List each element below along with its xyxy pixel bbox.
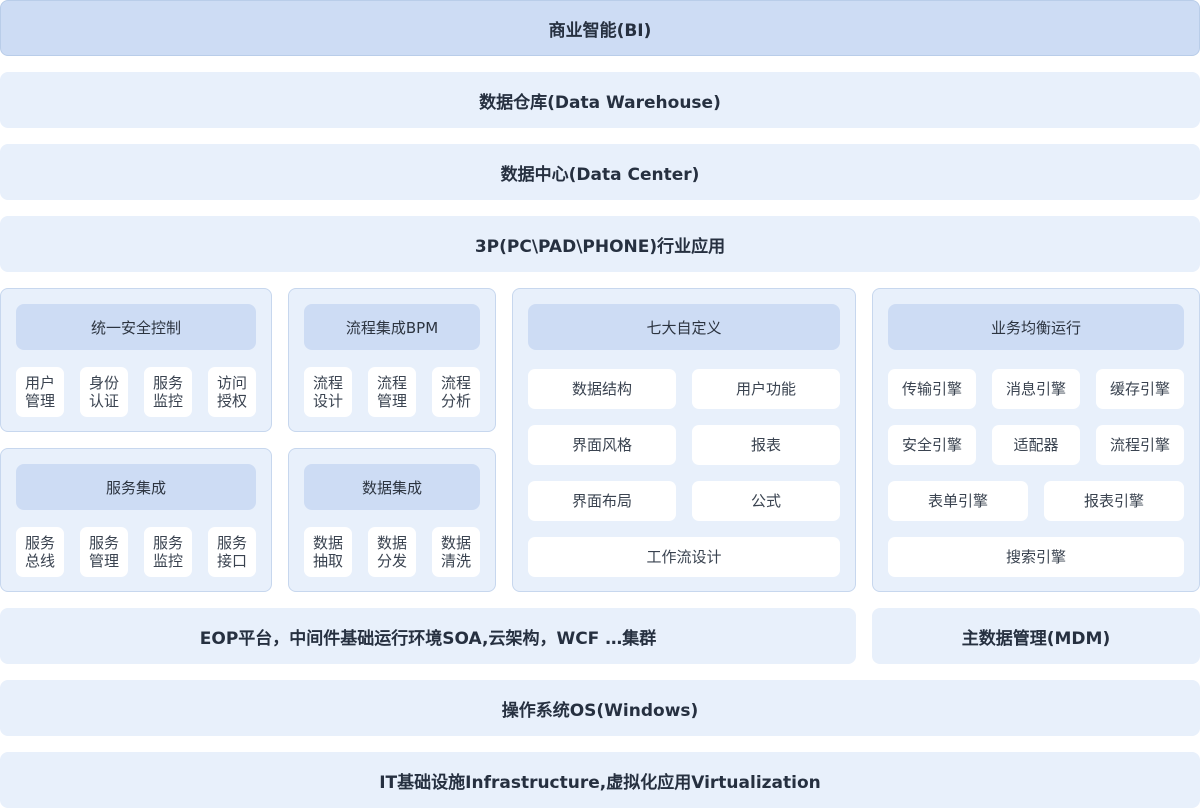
chip-business-5: 适配器 <box>992 425 1080 465</box>
chip-custom-1: 数据结构 <box>528 369 676 409</box>
chip-line: 身份 <box>88 374 119 392</box>
panel-business-title: 业务均衡运行 <box>888 304 1184 350</box>
chip-security-1: 用户管理 <box>16 367 64 417</box>
layer-eop-platform: EOP平台，中间件基础运行环境SOA,云架构，WCF …集群 <box>0 608 856 664</box>
layer-infrastructure: IT基础设施Infrastructure,虚拟化应用Virtualization <box>0 752 1200 808</box>
chip-bpm-1: 流程设计 <box>304 367 352 417</box>
chip-business-3: 缓存引擎 <box>1096 369 1184 409</box>
layer-data-warehouse: 数据仓库(Data Warehouse) <box>0 72 1200 128</box>
chip-custom-7: 工作流设计 <box>528 537 840 577</box>
chip-service-2: 服务管理 <box>80 527 128 577</box>
chip-line: 数据 <box>440 534 471 552</box>
chip-line: 监控 <box>152 552 183 570</box>
chip-business-6: 流程引擎 <box>1096 425 1184 465</box>
chip-business-4: 安全引擎 <box>888 425 976 465</box>
chip-line: 服务 <box>88 534 119 552</box>
chip-custom-3: 界面风格 <box>528 425 676 465</box>
panel-service-title: 服务集成 <box>16 464 256 510</box>
panel-data-integration: 数据集成 数据抽取 数据分发 数据清洗 <box>288 448 496 592</box>
chip-business-9: 搜索引擎 <box>888 537 1184 577</box>
panel-security-title: 统一安全控制 <box>16 304 256 350</box>
chip-line: 用户 <box>24 374 55 392</box>
chip-line: 流程 <box>376 374 407 392</box>
chip-business-2: 消息引擎 <box>992 369 1080 409</box>
chip-line: 流程 <box>312 374 343 392</box>
chip-line: 管理 <box>88 552 119 570</box>
chip-security-2: 身份认证 <box>80 367 128 417</box>
chip-line: 数据 <box>312 534 343 552</box>
layer-industry-apps: 3P(PC\PAD\PHONE)行业应用 <box>0 216 1200 272</box>
chip-security-3: 服务监控 <box>144 367 192 417</box>
chip-line: 服务 <box>216 534 247 552</box>
chip-data-2: 数据分发 <box>368 527 416 577</box>
chip-line: 分析 <box>440 392 471 410</box>
panel-bpm-title: 流程集成BPM <box>304 304 480 350</box>
layer-mdm: 主数据管理(MDM) <box>872 608 1200 664</box>
chip-line: 清洗 <box>440 552 471 570</box>
chip-service-1: 服务总线 <box>16 527 64 577</box>
chip-line: 数据 <box>376 534 407 552</box>
chip-custom-4: 报表 <box>692 425 840 465</box>
layer-os: 操作系统OS(Windows) <box>0 680 1200 736</box>
chip-business-8: 报表引擎 <box>1044 481 1184 521</box>
chip-service-4: 服务接口 <box>208 527 256 577</box>
chip-line: 接口 <box>216 552 247 570</box>
chip-line: 分发 <box>376 552 407 570</box>
panel-business: 业务均衡运行 传输引擎 消息引擎 缓存引擎 安全引擎 适配器 流程引擎 表单引擎… <box>872 288 1200 592</box>
chip-line: 认证 <box>88 392 119 410</box>
chip-custom-6: 公式 <box>692 481 840 521</box>
chip-line: 监控 <box>152 392 183 410</box>
chip-line: 设计 <box>312 392 343 410</box>
chip-business-7: 表单引擎 <box>888 481 1028 521</box>
panel-bpm: 流程集成BPM 流程设计 流程管理 流程分析 <box>288 288 496 432</box>
layer-data-center: 数据中心(Data Center) <box>0 144 1200 200</box>
chip-service-3: 服务监控 <box>144 527 192 577</box>
chip-line: 服务 <box>152 374 183 392</box>
panel-custom-title: 七大自定义 <box>528 304 840 350</box>
chip-bpm-2: 流程管理 <box>368 367 416 417</box>
chip-line: 管理 <box>376 392 407 410</box>
chip-line: 服务 <box>24 534 55 552</box>
chip-custom-2: 用户功能 <box>692 369 840 409</box>
panel-custom: 七大自定义 数据结构 用户功能 界面风格 报表 界面布局 公式 工作流设计 <box>512 288 856 592</box>
chip-line: 访问 <box>216 374 247 392</box>
chip-custom-5: 界面布局 <box>528 481 676 521</box>
panel-service-integration: 服务集成 服务总线 服务管理 服务监控 服务接口 <box>0 448 272 592</box>
chip-security-4: 访问授权 <box>208 367 256 417</box>
chip-line: 总线 <box>24 552 55 570</box>
chip-bpm-3: 流程分析 <box>432 367 480 417</box>
chip-line: 流程 <box>440 374 471 392</box>
chip-business-1: 传输引擎 <box>888 369 976 409</box>
chip-line: 管理 <box>24 392 55 410</box>
chip-line: 抽取 <box>312 552 343 570</box>
layer-bi: 商业智能(BI) <box>0 0 1200 56</box>
panel-data-integration-title: 数据集成 <box>304 464 480 510</box>
chip-line: 授权 <box>216 392 247 410</box>
chip-data-3: 数据清洗 <box>432 527 480 577</box>
panel-security: 统一安全控制 用户管理 身份认证 服务监控 访问授权 <box>0 288 272 432</box>
chip-data-1: 数据抽取 <box>304 527 352 577</box>
chip-line: 服务 <box>152 534 183 552</box>
